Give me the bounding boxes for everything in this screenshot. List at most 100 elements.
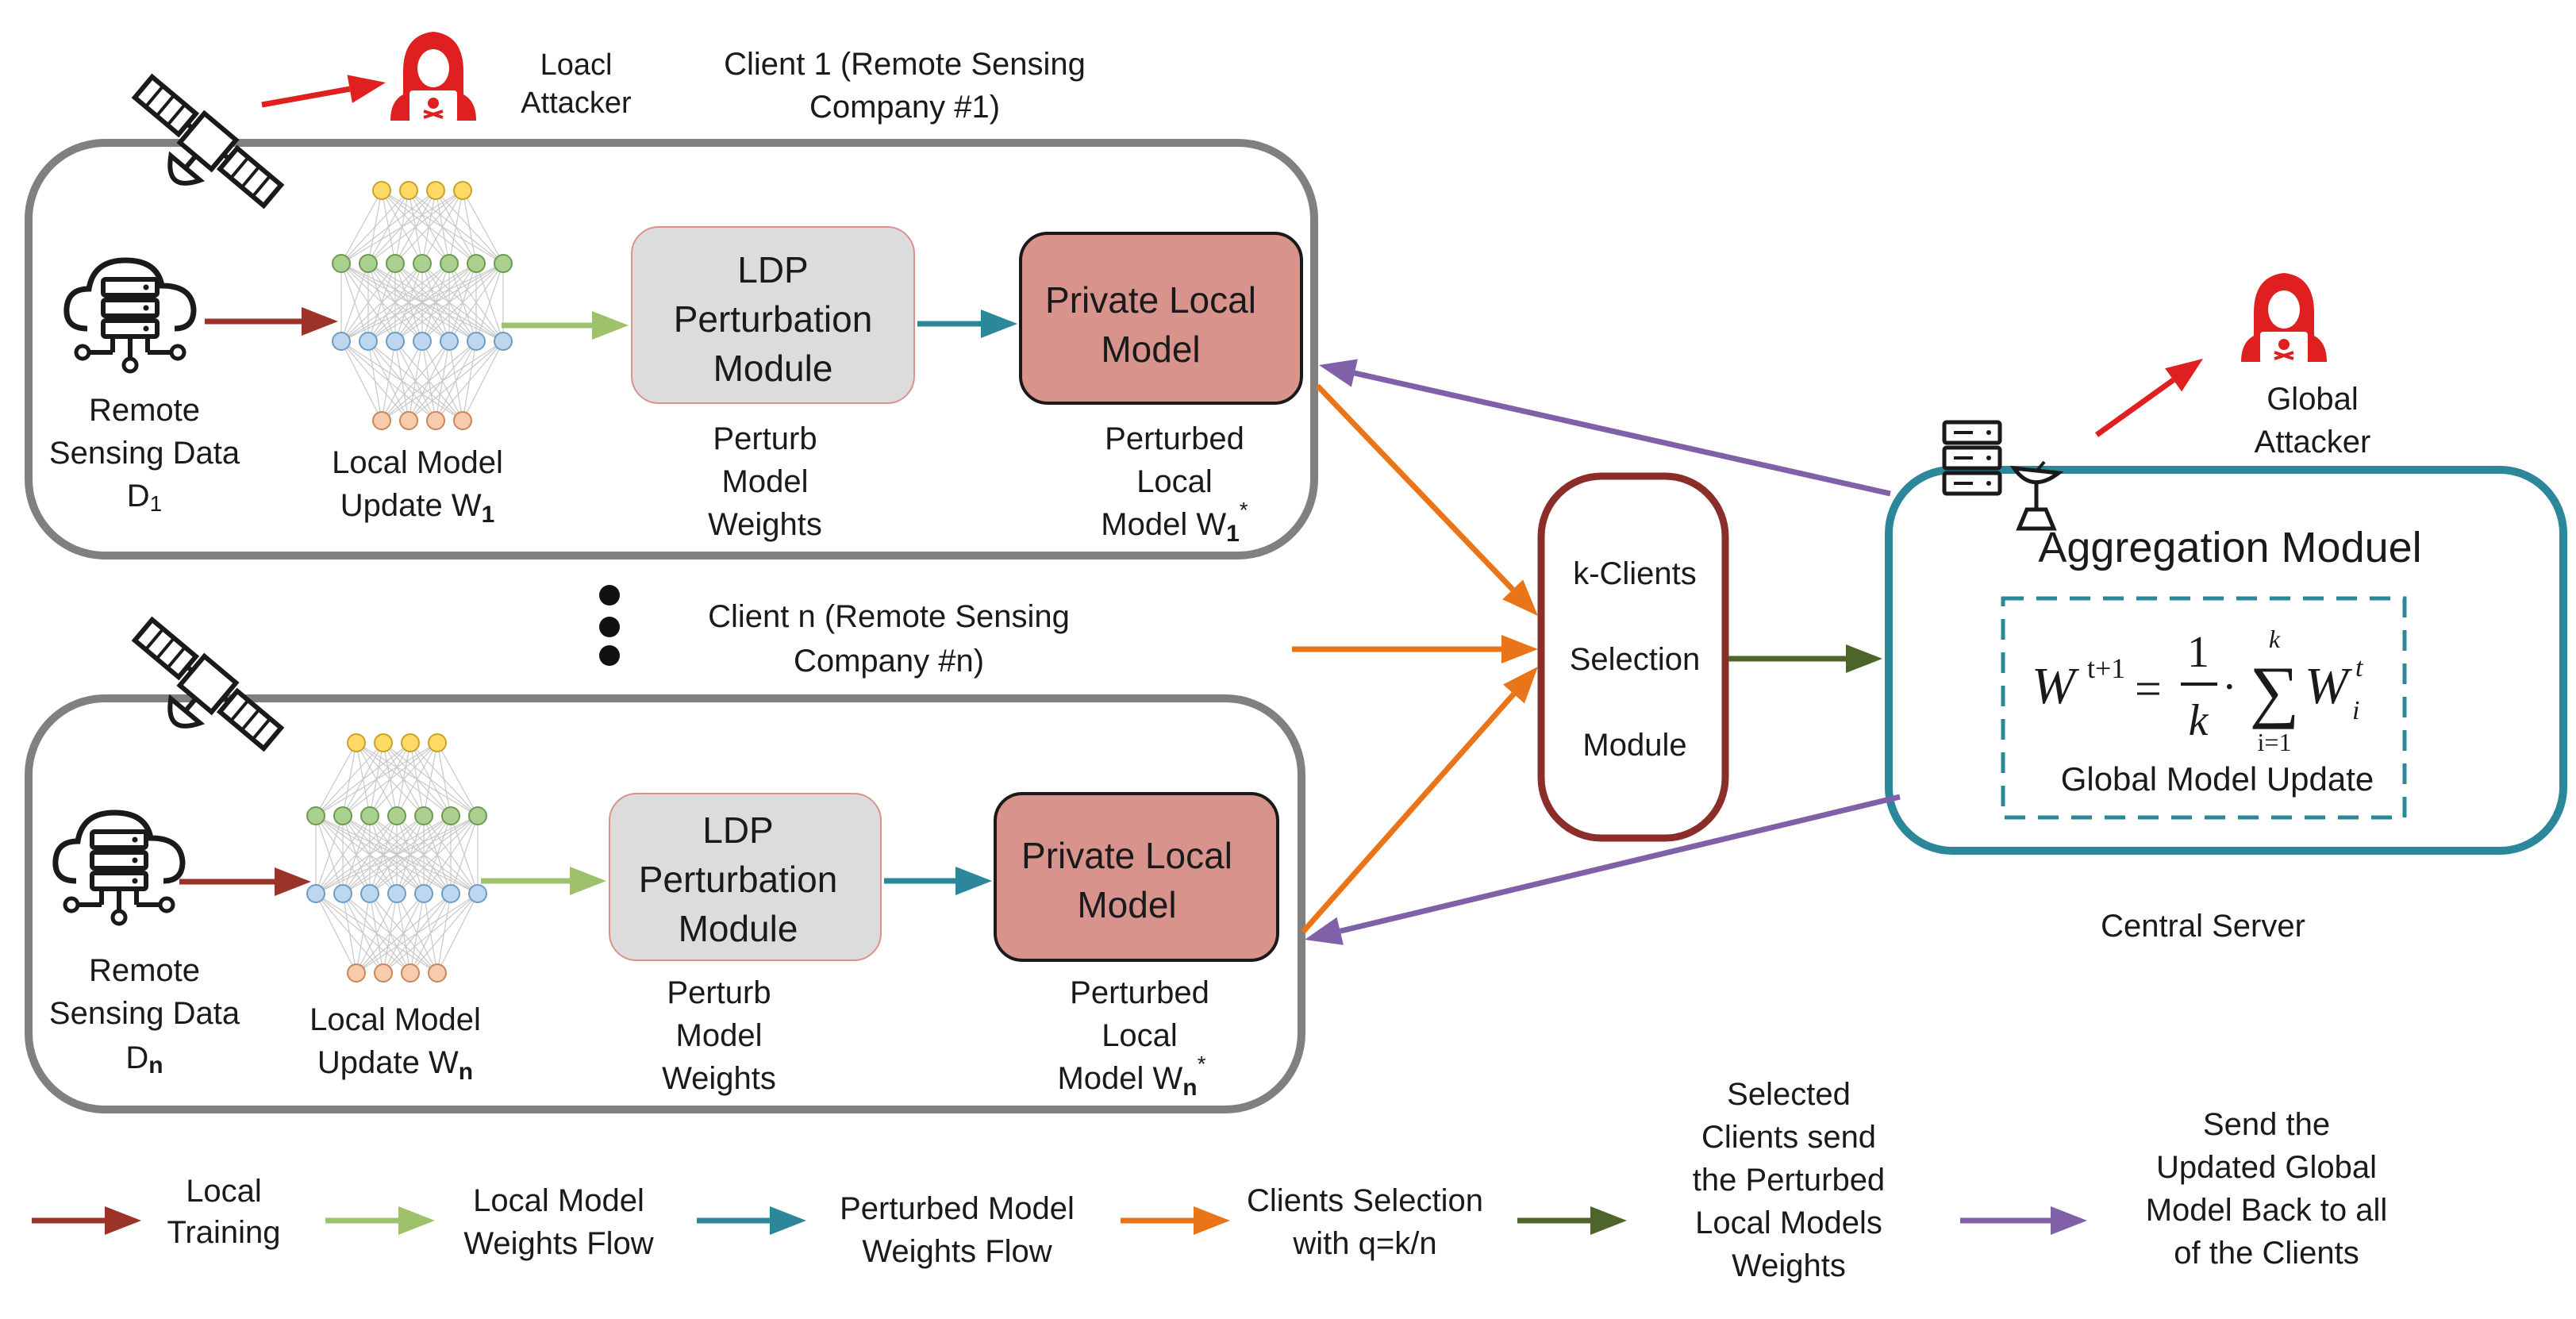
nn-node [372,411,391,430]
client-1-perturbed-label-2: Local [1136,464,1213,499]
selection-label-3: Module [1582,728,1686,763]
client-n-ldp-label-1: LDP [702,809,773,851]
nn-node [467,254,486,273]
legend: Local Training Local Model Weights Flow … [32,1077,2387,1283]
client-1-perturb-label-1: Perturb [713,421,817,456]
nn-node [440,332,459,351]
arrowhead [770,1206,806,1235]
nn-node [468,806,487,825]
nn-connection [340,263,504,342]
client-1-update-label-2: Update W1 [340,488,495,528]
nn-node [414,806,433,825]
client-n-update-label-2: Update Wn [317,1045,473,1085]
nn-connection [462,190,477,264]
arrowhead [302,307,338,336]
nn-connection [369,815,479,894]
client-1-private-model [1019,232,1303,405]
nn-connection [315,742,438,817]
formula-rhs-sub: i [2352,696,2359,725]
attack-arrow-global [2094,377,2175,437]
nn-node [494,332,513,351]
formula-frac-den: k [2189,696,2209,745]
client-1-data-symbol: D1 [127,479,162,516]
nn-connection [340,263,450,342]
client-n-box [25,694,1305,1113]
nn-connection [381,340,396,421]
legend-item-perturbed-weights: Perturbed Model Weights Flow [697,1191,1075,1269]
nn-connection [409,893,479,974]
nn-connection [315,742,384,817]
nn-connection [315,815,344,894]
nn-node [360,884,379,903]
nn-node [347,733,366,752]
nn-connection [340,263,423,342]
client-n-ldp-label-3: Module [679,908,798,949]
nn-connection [381,340,450,421]
arrowhead [398,1206,435,1235]
nn-node [453,181,472,200]
nn-connection [356,893,398,974]
legend-label: of the Clients [2174,1236,2359,1271]
formula-dot: · [2222,663,2237,712]
nn-connection [462,340,504,421]
nn-connection [356,893,371,974]
nn-connection [315,893,357,974]
send-back-arrow-1 [1354,370,1891,497]
client-1-update-label-1: Local Model [332,445,503,480]
client-n-private-label-2: Model [1077,884,1176,925]
legend-label: with q=k/n [1292,1226,1436,1261]
global-update-box [2001,596,2407,820]
selection-arrow-n [1301,692,1517,934]
client-1-data-label-1: Remote [89,393,200,428]
nn-node [401,733,420,752]
client-n-ldp-label-2: Perturbation [639,859,838,900]
legend-label: Weights [1732,1248,1846,1283]
legend-label: Send the [2203,1107,2330,1142]
nn-connection [315,815,398,894]
formula-rhs: W [2305,657,2352,715]
nn-node [428,733,447,752]
nn-connection [315,742,357,817]
nn-node [468,884,487,903]
nn-connection [367,340,383,421]
arrowhead [1846,644,1882,673]
legend-item-local-training: Local Training [32,1174,281,1250]
nn-connection [436,893,479,974]
legend-label: Local Models [1695,1206,1882,1240]
formula-lhs-sup: t+1 [2087,652,2125,684]
nn-connection [315,815,479,894]
nn-node [332,254,351,273]
nn-node [413,332,432,351]
client-n-ldp-module [609,793,882,961]
nn-connection [342,893,357,974]
nn-node [372,181,391,200]
client-1-data-label-2: Sensing Data [49,436,240,471]
aggregation-title: Aggregation Moduel [2038,524,2421,571]
legend-label: Local [186,1174,262,1209]
nn-node [333,806,352,825]
hacker-icon [2240,271,2328,365]
nn-connection [435,340,504,421]
nn-node [401,963,420,983]
arrowhead [1502,579,1538,616]
nn-node [399,181,418,200]
nn-node [347,963,366,983]
server-dish-icon [1944,422,2059,529]
client-1-ldp-module [631,226,915,404]
selection-module [1537,472,1729,842]
arrowhead [105,1206,141,1235]
nn-connection [436,742,479,817]
nn-node [413,254,432,273]
client-n-perturb-label-3: Weights [662,1061,776,1096]
nn-node [360,806,379,825]
client-n-perturbed-label-2: Local [1102,1018,1178,1053]
formula-sum-bottom: i=1 [2258,728,2292,756]
nn-connection [340,263,396,342]
client-1-private-label-2: Model [1101,329,1200,370]
arrowhead [1590,1206,1627,1235]
global-attacker-label-2: Attacker [2255,425,2371,460]
nn-node [414,884,433,903]
formula-rhs-sup: t [2355,653,2364,683]
arrowhead [955,867,992,895]
nn-connection [340,190,463,264]
